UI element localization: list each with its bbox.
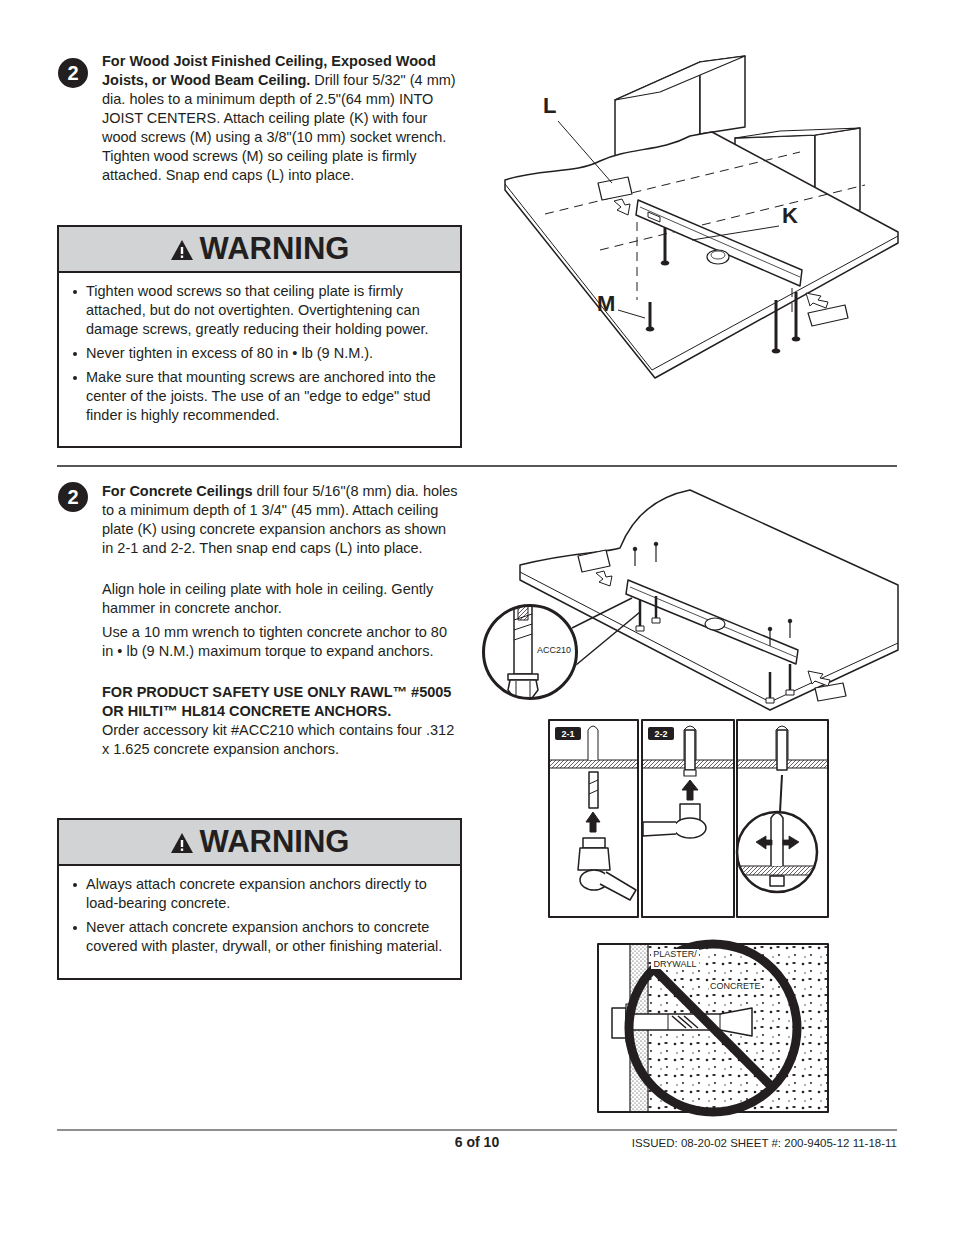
exclaim-dot — [180, 256, 182, 258]
instruction-text: Order accessory kit #ACC210 which contai… — [102, 721, 460, 759]
step-tag: 2-2 — [654, 729, 667, 739]
instruction-text: Drill four 5/32" (4 mm) dia. holes to a … — [102, 72, 456, 183]
warning-band: WARNING — [59, 227, 460, 273]
warning-heading: WARNING — [200, 825, 350, 859]
instruction-heading: FOR PRODUCT SAFETY USE ONLY RAWL™ #5005 … — [102, 684, 451, 719]
bullet-dot — [73, 926, 77, 930]
bullet-dot — [73, 883, 77, 887]
instruction-paragraph: For Wood Joist Finished Ceiling, Exposed… — [102, 52, 464, 185]
step-number: 2 — [67, 487, 78, 507]
step-tag: 2-1 — [561, 729, 574, 739]
exclaim-bar — [180, 840, 182, 847]
step-node: 2 — [58, 58, 88, 88]
step-node: 2 — [58, 482, 88, 512]
instruction-text: Align hole in ceiling plate with hole in… — [102, 581, 433, 616]
mag-node: ACC210 — [482, 604, 578, 700]
triangle — [171, 240, 193, 260]
bullet-dot — [73, 290, 77, 294]
instruction-paragraph: Use a 10 mm wrench to tighten concrete a… — [102, 623, 447, 661]
warning-text: Never tighten in excess of 80 in • lb (9… — [86, 344, 446, 363]
warning-text: Make sure that mounting screws are ancho… — [86, 368, 446, 425]
material-label: PLASTER/ DRYWALL — [651, 949, 699, 969]
page-number: 6 of 10 — [427, 1134, 527, 1150]
bullet-dot — [73, 352, 77, 356]
part-letter: K — [782, 204, 798, 228]
tag-node: 2-2 — [648, 727, 674, 740]
part-letter: M — [597, 292, 615, 316]
step-number: 2 — [67, 63, 78, 83]
warning-band: WARNING — [59, 820, 460, 866]
warning-triangle-icon — [170, 832, 194, 854]
sheet-info: ISSUED: 08-20-02 SHEET #: 200-9405-12 11… — [632, 1136, 897, 1150]
bullet-dot — [73, 376, 77, 380]
warning-triangle-icon — [170, 239, 194, 261]
tag-node: 2-1 — [555, 727, 581, 740]
warning-item: Always attach concrete expansion anchors… — [71, 875, 446, 913]
warning-item: Make sure that mounting screws are ancho… — [71, 368, 446, 425]
part-letter: L — [543, 94, 556, 118]
instruction-heading: For Concrete Ceilings — [102, 483, 253, 499]
instruction-paragraph: Align hole in ceiling plate with hole in… — [102, 580, 442, 618]
part-number: ACC210 — [537, 645, 571, 656]
material-label: CONCRETE — [709, 981, 762, 991]
instruction-text: Use a 10 mm wrench to tighten concrete a… — [102, 624, 447, 659]
warning-body: Always attach concrete expansion anchors… — [59, 866, 460, 969]
exclaim-bar — [180, 247, 182, 254]
warn-node: WARNING Tighten wood screws so that ceili… — [57, 225, 462, 448]
triangle — [171, 833, 193, 853]
warning-text: Always attach concrete expansion anchors… — [86, 875, 446, 913]
warn-node: WARNING Always attach concrete expansion … — [57, 818, 462, 980]
warning-body: Tighten wood screws so that ceiling plat… — [59, 273, 460, 438]
warning-heading: WARNING — [200, 232, 350, 266]
instruction-paragraph: For Concrete Ceilingsdrill four 5/16"(8 … — [102, 482, 458, 558]
warning-text: Never attach concrete expansion anchors … — [86, 918, 446, 956]
warning-item: Never attach concrete expansion anchors … — [71, 918, 446, 956]
instruction-paragraph: FOR PRODUCT SAFETY USE ONLY RAWL™ #5005 … — [102, 683, 460, 759]
warning-item: Tighten wood screws so that ceiling plat… — [71, 282, 446, 339]
warning-text: Tighten wood screws so that ceiling plat… — [86, 282, 446, 339]
warning-item: Never tighten in excess of 80 in • lb (9… — [71, 344, 446, 363]
exclaim-dot — [180, 849, 182, 851]
